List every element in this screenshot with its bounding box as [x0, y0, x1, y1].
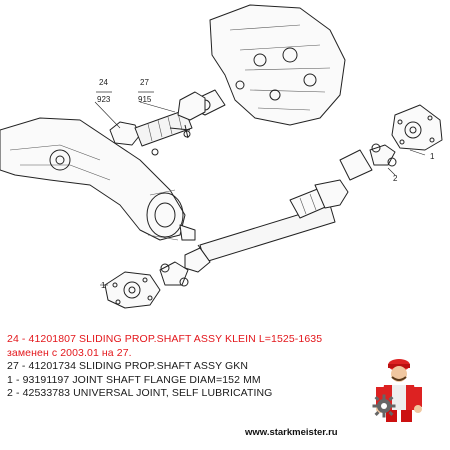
callout-915: 915	[138, 95, 152, 104]
flange-left	[104, 271, 161, 309]
exploded-parts-diagram	[0, 4, 443, 309]
callout-27: 27	[140, 78, 149, 87]
gear-icon	[372, 394, 396, 418]
flange-right	[391, 104, 443, 151]
rear-axle	[0, 117, 196, 241]
universal-joint-left	[159, 261, 189, 287]
callout-flange-right: 1	[430, 152, 435, 161]
callout-24: 24	[99, 78, 108, 87]
callout-923: 923	[97, 95, 111, 104]
gearbox	[194, 4, 346, 126]
legend-line-24: 24 - 41201807 SLIDING PROP.SHAFT ASSY KL…	[7, 333, 323, 345]
callout-joint-right: 2	[393, 174, 398, 183]
sliding-prop-shaft-top	[109, 91, 206, 156]
legend-line-2: 2 - 42533783 UNIVERSAL JOINT, SELF LUBRI…	[7, 387, 273, 399]
site-watermark: www.starkmeister.ru	[245, 427, 338, 438]
long-prop-shaft	[184, 179, 349, 273]
parts-legend: 24 - 41201807 SLIDING PROP.SHAFT ASSY KL…	[7, 333, 337, 401]
legend-replacement-note: заменен с 2003.01 на 27.	[7, 346, 132, 359]
legend-line-1: 1 - 93191197 JOINT SHAFT FLANGE DIAM=152…	[7, 373, 261, 386]
universal-joint-right	[339, 143, 397, 181]
callout-flange-left: 1	[101, 281, 106, 290]
legend-line-27: 27 - 41201734 SLIDING PROP.SHAFT ASSY GK…	[7, 360, 249, 372]
